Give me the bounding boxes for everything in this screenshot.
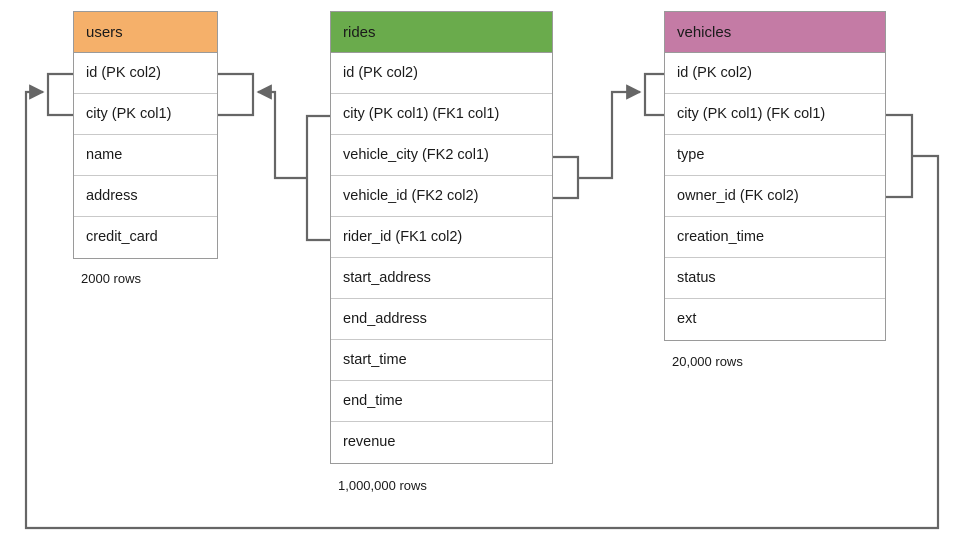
entity-table-vehicles[interactable]: vehicles id (PK col2) city (PK col1) (FK… bbox=[664, 11, 886, 341]
row-count-rides: 1,000,000 rows bbox=[338, 478, 427, 493]
edge-rides-to-users bbox=[256, 84, 330, 242]
entity-table-users[interactable]: users id (PK col2) city (PK col1) name a… bbox=[73, 11, 218, 259]
table-row[interactable]: end_address bbox=[331, 299, 552, 340]
table-row[interactable]: owner_id (FK col2) bbox=[665, 176, 885, 217]
table-row[interactable]: start_address bbox=[331, 258, 552, 299]
table-row[interactable]: revenue bbox=[331, 422, 552, 463]
table-row[interactable]: city (PK col1) bbox=[74, 94, 217, 135]
edge-rides-to-vehicles bbox=[553, 84, 642, 200]
row-count-users: 2000 rows bbox=[81, 271, 141, 286]
table-header-rides: rides bbox=[331, 12, 552, 53]
table-row[interactable]: name bbox=[74, 135, 217, 176]
edge-users-bracket bbox=[46, 72, 73, 117]
table-row[interactable]: ext bbox=[665, 299, 885, 340]
table-row[interactable]: type bbox=[665, 135, 885, 176]
table-row[interactable]: id (PK col2) bbox=[74, 53, 217, 94]
table-header-users: users bbox=[74, 12, 217, 53]
table-row[interactable]: city (PK col1) (FK col1) bbox=[665, 94, 885, 135]
table-row[interactable]: id (PK col2) bbox=[665, 53, 885, 94]
table-row[interactable]: end_time bbox=[331, 381, 552, 422]
table-row[interactable]: credit_card bbox=[74, 217, 217, 258]
row-count-vehicles: 20,000 rows bbox=[672, 354, 743, 369]
entity-table-rides[interactable]: rides id (PK col2) city (PK col1) (FK1 c… bbox=[330, 11, 553, 464]
table-row[interactable]: address bbox=[74, 176, 217, 217]
table-row[interactable]: rider_id (FK1 col2) bbox=[331, 217, 552, 258]
table-header-vehicles: vehicles bbox=[665, 12, 885, 53]
table-row[interactable]: start_time bbox=[331, 340, 552, 381]
table-row[interactable]: status bbox=[665, 258, 885, 299]
table-row[interactable]: creation_time bbox=[665, 217, 885, 258]
table-row[interactable]: id (PK col2) bbox=[331, 53, 552, 94]
edge-vehicles-bracket bbox=[643, 72, 664, 117]
edge-users-right-bracket bbox=[218, 72, 255, 117]
table-row[interactable]: vehicle_id (FK2 col2) bbox=[331, 176, 552, 217]
table-row[interactable]: city (PK col1) (FK1 col1) bbox=[331, 94, 552, 135]
table-row[interactable]: vehicle_city (FK2 col1) bbox=[331, 135, 552, 176]
